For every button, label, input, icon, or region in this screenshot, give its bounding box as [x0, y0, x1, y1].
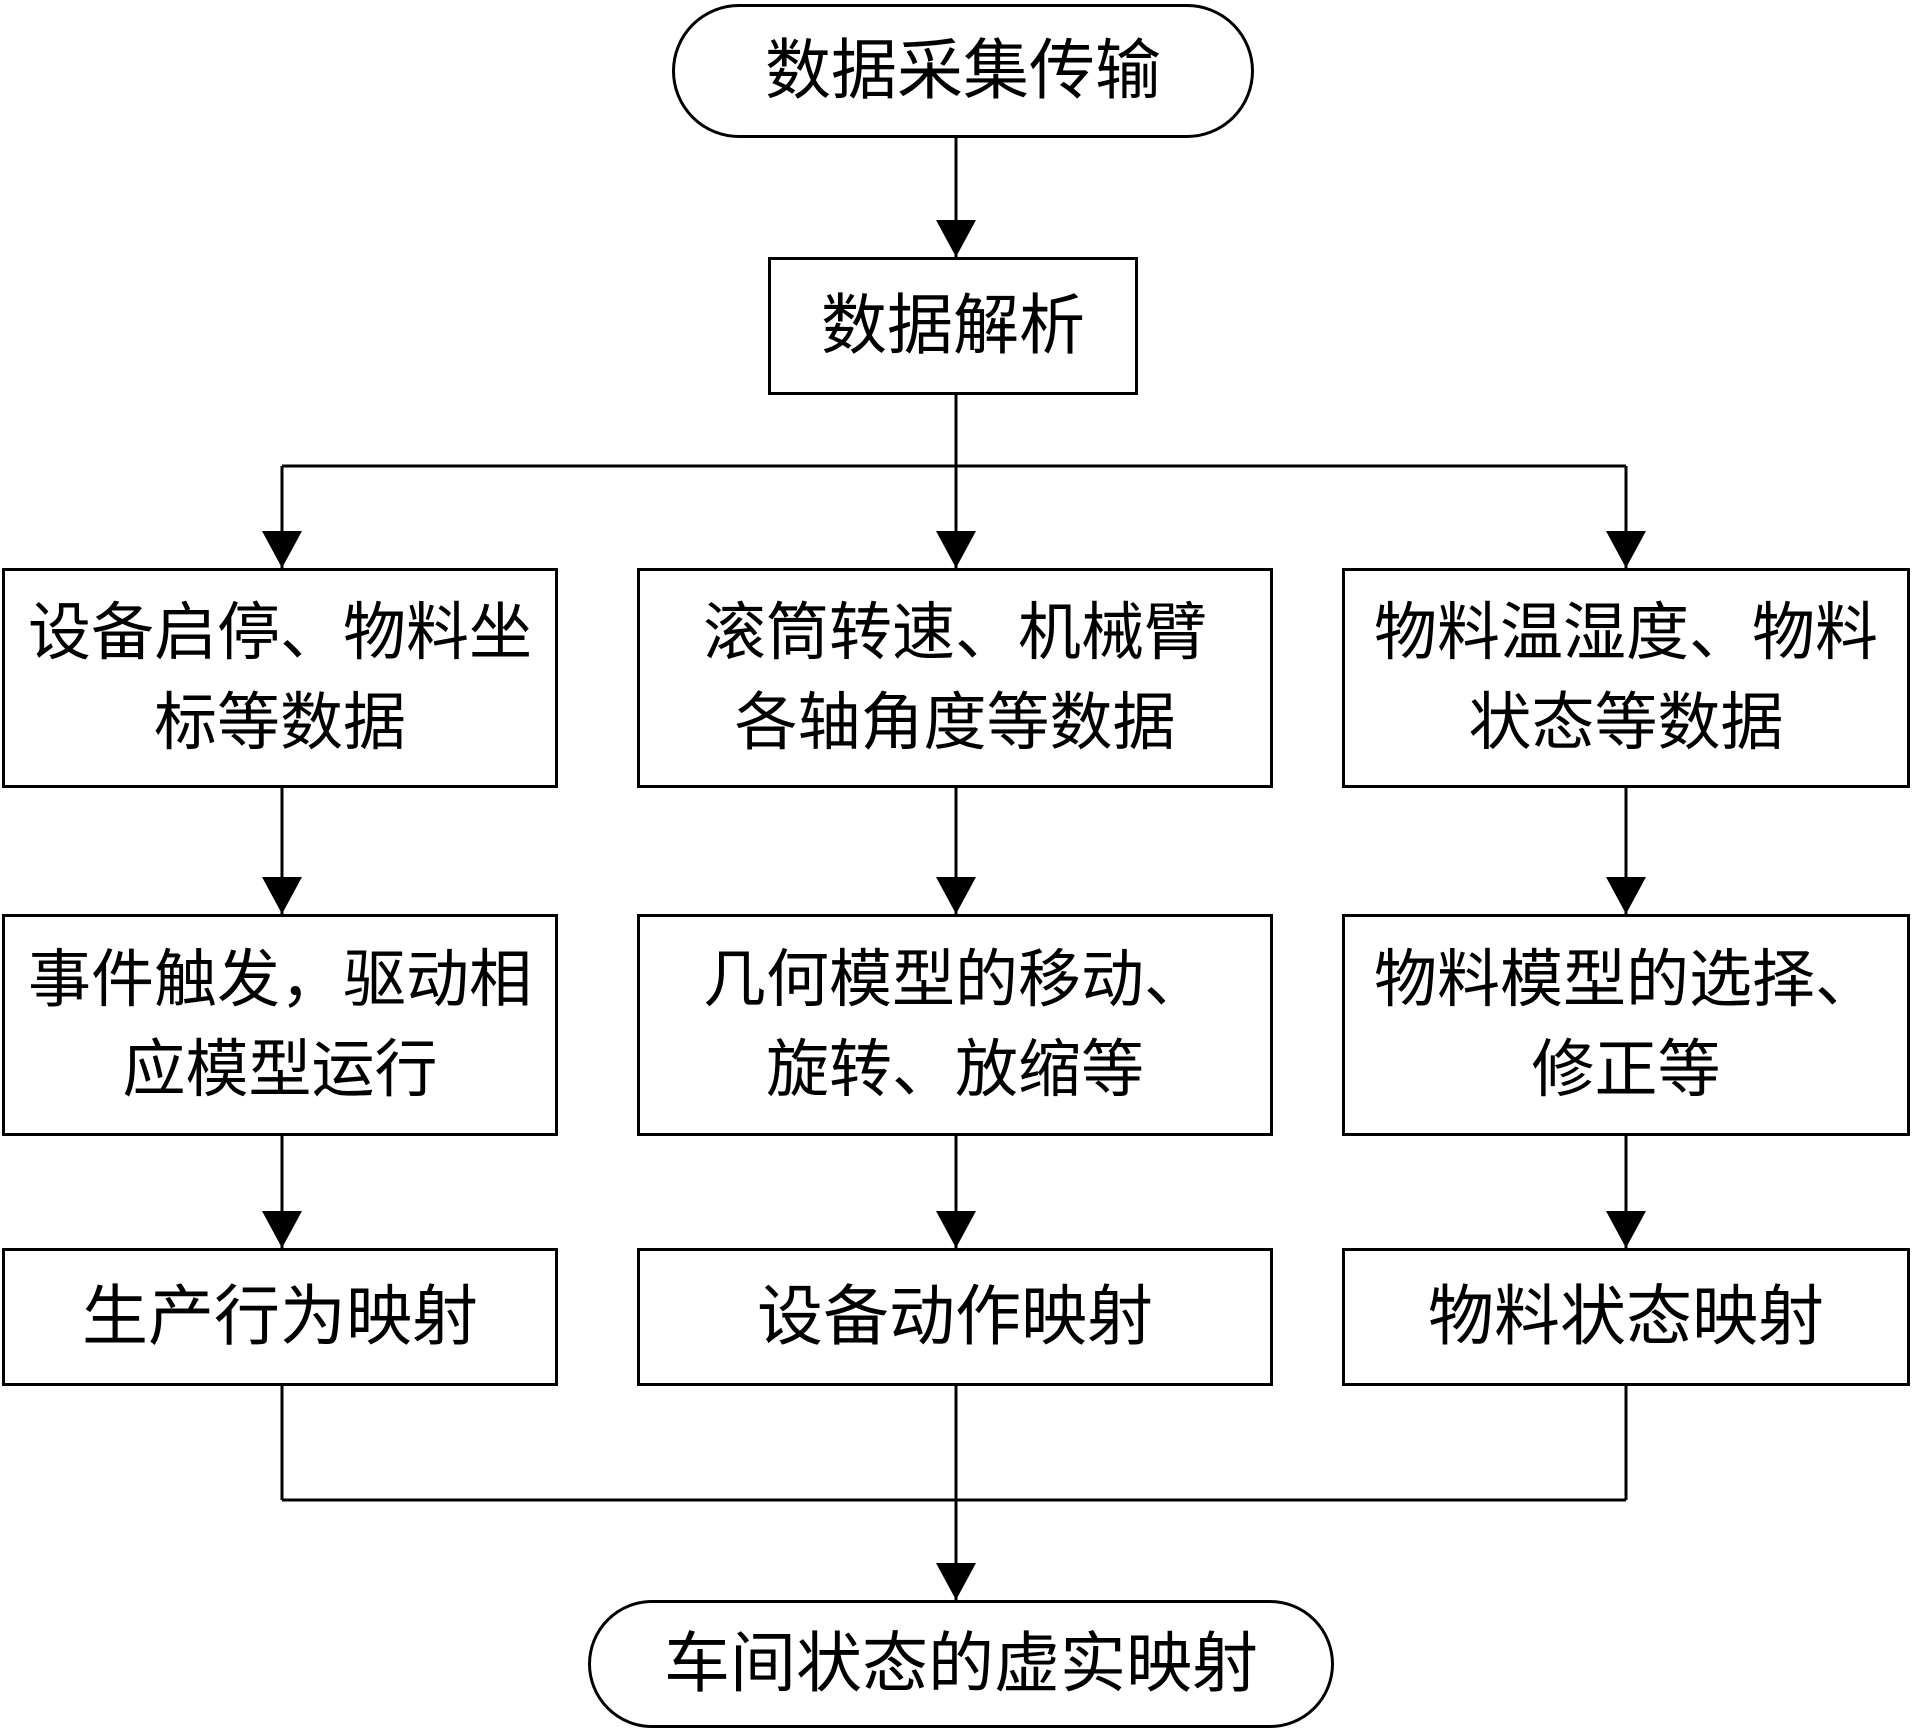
node-mid1-label: 滚筒转速、机械臂各轴角度等数据 — [703, 596, 1207, 759]
node-right1-label: 物料温湿度、物料状态等数据 — [1374, 596, 1878, 759]
node-mid2-label: 几何模型的移动、旋转、放缩等 — [703, 943, 1207, 1106]
arrowhead-left2 — [262, 877, 302, 914]
node-mid3-label: 设备动作映射 — [757, 1278, 1153, 1355]
arrowhead-mid2 — [936, 877, 976, 914]
node-right3-label: 物料状态映射 — [1428, 1278, 1824, 1355]
arrowhead-right2 — [1606, 877, 1646, 914]
arrowhead-right1 — [1606, 531, 1646, 568]
node-data-parsing: 数据解析 — [768, 257, 1138, 395]
node-start-label: 数据采集传输 — [765, 32, 1161, 109]
arrowhead-left1 — [262, 531, 302, 568]
node-equipment-action-mapping: 设备动作映射 — [637, 1248, 1273, 1386]
node-end-virtual-real-mapping: 车间状态的虚实映射 — [588, 1600, 1334, 1728]
node-left1-label: 设备启停、物料坐标等数据 — [28, 596, 532, 759]
node-material-state-mapping: 物料状态映射 — [1342, 1248, 1910, 1386]
arrowhead-right3 — [1606, 1211, 1646, 1248]
arrowhead-mid3 — [936, 1211, 976, 1248]
node-parse-label: 数据解析 — [821, 287, 1085, 364]
node-right-material-model: 物料模型的选择、修正等 — [1342, 914, 1910, 1136]
arrowhead-mid1 — [936, 531, 976, 568]
node-right-material-data: 物料温湿度、物料状态等数据 — [1342, 568, 1910, 788]
node-left-equipment-data: 设备启停、物料坐标等数据 — [2, 568, 558, 788]
arrowhead-end — [936, 1563, 976, 1600]
arrowheads — [262, 220, 1646, 1600]
node-left-event-trigger: 事件触发，驱动相应模型运行 — [2, 914, 558, 1136]
node-right2-label: 物料模型的选择、修正等 — [1374, 943, 1878, 1106]
node-middle-drum-arm-data: 滚筒转速、机械臂各轴角度等数据 — [637, 568, 1273, 788]
node-start-data-collection: 数据采集传输 — [672, 4, 1254, 138]
node-middle-geometry-transform: 几何模型的移动、旋转、放缩等 — [637, 914, 1273, 1136]
node-end-label: 车间状态的虚实映射 — [664, 1625, 1258, 1702]
node-left3-label: 生产行为映射 — [82, 1278, 478, 1355]
arrowhead-parse — [936, 220, 976, 257]
arrowhead-left3 — [262, 1211, 302, 1248]
node-production-behavior-mapping: 生产行为映射 — [2, 1248, 558, 1386]
node-left2-label: 事件触发，驱动相应模型运行 — [28, 943, 532, 1106]
